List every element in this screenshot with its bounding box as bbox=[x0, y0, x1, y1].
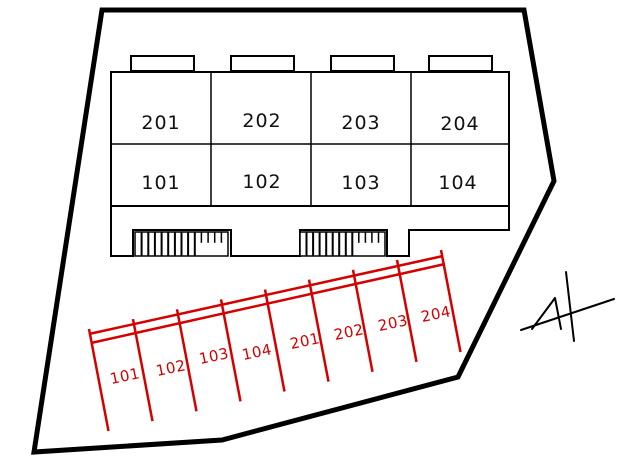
roof-vent bbox=[230, 55, 295, 72]
unit-label-201: 201 bbox=[141, 112, 180, 134]
parking-divider bbox=[439, 249, 462, 353]
property-boundary bbox=[31, 7, 557, 455]
parking-divider bbox=[175, 309, 198, 412]
unit-label-202: 202 bbox=[242, 110, 281, 132]
stairs-icon bbox=[299, 231, 386, 257]
parking-label-202: 202 bbox=[332, 320, 365, 344]
unit-label-204: 204 bbox=[440, 113, 479, 135]
parking-label-201: 201 bbox=[288, 329, 321, 353]
parking-label-101: 101 bbox=[108, 364, 141, 388]
parking-label-102: 102 bbox=[154, 356, 187, 380]
parking-label-204: 204 bbox=[419, 302, 452, 326]
parking-divider bbox=[87, 328, 110, 432]
unit-label-102: 102 bbox=[242, 171, 281, 193]
apartment-building bbox=[110, 55, 510, 257]
stairs-icon bbox=[134, 231, 229, 257]
parking-divider bbox=[131, 318, 154, 422]
parking-label-203: 203 bbox=[376, 311, 409, 335]
parking-divider bbox=[219, 299, 242, 402]
parking-dividers bbox=[87, 249, 462, 432]
unit-label-101: 101 bbox=[141, 172, 180, 194]
parking-divider bbox=[263, 289, 286, 392]
north-arrow-icon bbox=[520, 271, 615, 342]
parking-lot bbox=[87, 249, 462, 432]
unit-label-203: 203 bbox=[341, 112, 380, 134]
unit-label-103: 103 bbox=[341, 172, 380, 194]
parking-divider bbox=[307, 279, 330, 382]
roof-vent bbox=[428, 55, 493, 72]
parking-label-104: 104 bbox=[240, 340, 273, 364]
parking-label-103: 103 bbox=[197, 344, 230, 368]
parking-divider bbox=[351, 269, 374, 373]
roof-vent bbox=[130, 55, 195, 72]
unit-label-104: 104 bbox=[438, 172, 477, 194]
building-outline bbox=[110, 71, 510, 207]
roof-vent bbox=[330, 55, 395, 72]
parking-divider bbox=[395, 259, 418, 363]
